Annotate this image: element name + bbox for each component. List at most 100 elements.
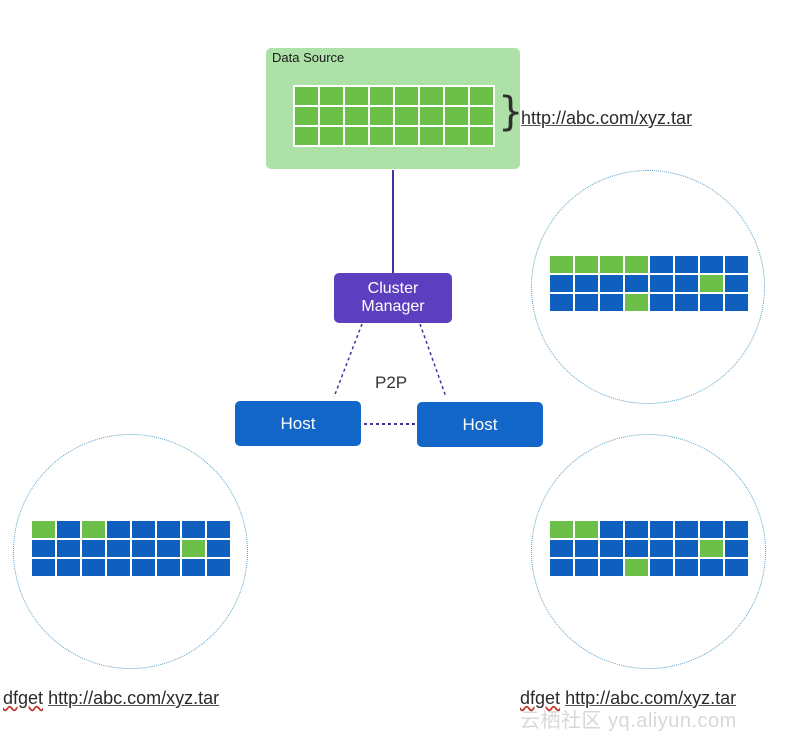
block-pending [650,294,673,311]
block-pending [132,521,155,538]
block-pending [725,521,748,538]
block-pending [700,559,723,576]
block-complete [625,256,648,273]
block-complete [82,521,105,538]
host-node-right: Host [417,402,543,447]
peer-block-grid-bottom-right [548,519,750,578]
block-pending [157,540,180,557]
block-pending [675,540,698,557]
data-source-label: Data Source [272,50,345,65]
block-pending [725,275,748,292]
block-pending [575,540,598,557]
dfget-command-right: dfget http://abc.com/xyz.tar [520,688,736,709]
block-pending [700,256,723,273]
block-pending [600,275,623,292]
block-complete [470,87,493,105]
block-pending [82,559,105,576]
block-complete [600,256,623,273]
block-complete [295,107,318,125]
block-complete [345,107,368,125]
block-pending [207,521,230,538]
block-pending [550,294,573,311]
block-complete [370,87,393,105]
block-complete [345,87,368,105]
block-pending [182,559,205,576]
block-pending [625,540,648,557]
block-complete [395,87,418,105]
dfget-command-left: dfget http://abc.com/xyz.tar [3,688,219,709]
block-pending [182,521,205,538]
host-node-left: Host [235,401,361,446]
block-pending [57,521,80,538]
block-pending [650,559,673,576]
block-pending [675,294,698,311]
cluster-manager-label-line2: Manager [361,298,425,315]
block-pending [650,521,673,538]
block-pending [600,294,623,311]
block-complete [420,87,443,105]
block-pending [107,540,130,557]
block-pending [725,256,748,273]
block-complete [370,127,393,145]
p2p-label: P2P [375,373,408,392]
block-pending [107,521,130,538]
block-pending [625,275,648,292]
block-complete [345,127,368,145]
block-complete [550,521,573,538]
block-complete [470,107,493,125]
block-complete [182,540,205,557]
block-complete [295,127,318,145]
block-pending [725,294,748,311]
block-pending [550,275,573,292]
dfget-command-url-right: http://abc.com/xyz.tar [565,688,737,708]
cluster-manager-label-line1: Cluster [367,280,419,297]
block-complete [370,107,393,125]
dfget-command-url-left: http://abc.com/xyz.tar [48,688,220,708]
block-complete [320,87,343,105]
block-complete [575,256,598,273]
block-pending [575,294,598,311]
block-complete [420,107,443,125]
manager-to-right-host-link [419,323,447,398]
block-pending [675,256,698,273]
block-pending [675,521,698,538]
block-pending [32,540,55,557]
source-url: http://abc.com/xyz.tar [521,108,693,128]
block-complete [295,87,318,105]
data-source-block-grid [293,85,495,147]
peer-circle-bottom-right [531,434,766,669]
block-pending [207,540,230,557]
block-complete [470,127,493,145]
block-complete [700,540,723,557]
watermark: 云栖社区 yq.aliyun.com [520,710,737,732]
block-pending [700,294,723,311]
block-pending [207,559,230,576]
block-complete [575,521,598,538]
host-right-label: Host [462,414,498,434]
block-complete [625,559,648,576]
block-complete [32,521,55,538]
block-complete [395,107,418,125]
block-pending [157,559,180,576]
dfget-command-name-right: dfget [520,688,561,708]
block-pending [650,275,673,292]
block-pending [600,559,623,576]
cluster-manager-node: Cluster Manager [334,273,452,323]
block-pending [675,559,698,576]
brace-icon: } [498,89,524,135]
dfget-command-name-left: dfget [3,688,44,708]
block-complete [625,294,648,311]
block-pending [550,559,573,576]
block-complete [445,107,468,125]
peer-circle-bottom-left [13,434,248,669]
block-pending [157,521,180,538]
block-pending [625,521,648,538]
block-pending [32,559,55,576]
block-complete [395,127,418,145]
block-pending [700,521,723,538]
block-pending [675,275,698,292]
block-pending [107,559,130,576]
block-pending [725,540,748,557]
peer-circle-top-right [531,170,765,404]
block-pending [132,559,155,576]
